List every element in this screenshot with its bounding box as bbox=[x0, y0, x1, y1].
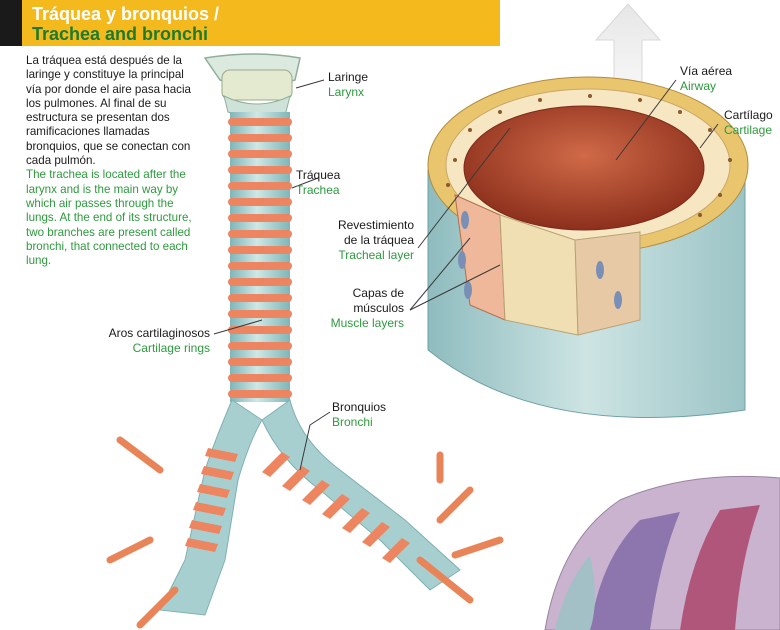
label-lining-es1: Revestimiento bbox=[337, 218, 414, 232]
label-bronchi-en: Bronchi bbox=[332, 415, 373, 429]
label-cartilage-es: Cartílago bbox=[724, 108, 773, 122]
larynx-shape bbox=[203, 53, 301, 119]
intro-spanish: La tráquea está después de la laringe y … bbox=[26, 54, 192, 168]
label-muscles-es1: Capas de bbox=[352, 286, 404, 300]
cartilage-ring-group bbox=[228, 118, 292, 398]
label-cartilage-rings: Aros cartilaginosos Cartilage rings bbox=[109, 326, 210, 356]
label-trachea: Tráquea Trachea bbox=[296, 168, 340, 198]
label-tracheal-lining: Revestimiento de la tráquea Tracheal lay… bbox=[338, 218, 414, 263]
label-rings-es: Aros cartilaginosos bbox=[108, 326, 210, 340]
label-bronchi-es: Bronquios bbox=[332, 400, 387, 414]
label-muscles-en: Muscle layers bbox=[330, 316, 404, 330]
leader-lines bbox=[213, 79, 719, 471]
label-muscles-es2: músculos bbox=[353, 301, 404, 315]
label-cartilage: Cartílago Cartilage bbox=[724, 108, 773, 138]
trachea-cross-section bbox=[427, 76, 749, 418]
label-lining-es2: de la tráquea bbox=[343, 233, 414, 247]
label-cartilage-en: Cartilage bbox=[724, 123, 773, 137]
label-larynx-es: Laringe bbox=[328, 70, 369, 84]
trachea-tube bbox=[228, 112, 292, 402]
bronchi-shape bbox=[106, 399, 504, 629]
microscope-image bbox=[544, 475, 780, 630]
title-bar: Tráquea y bronquios / Trachea and bronch… bbox=[0, 0, 500, 46]
label-bronchi: Bronquios Bronchi bbox=[332, 400, 386, 430]
label-rings-en: Cartilage rings bbox=[132, 341, 210, 355]
label-larynx-en: Larynx bbox=[328, 85, 365, 99]
title-accent bbox=[0, 0, 22, 46]
title-spanish: Tráquea y bronquios / bbox=[32, 4, 220, 24]
label-trachea-es: Tráquea bbox=[296, 168, 341, 182]
label-larynx: Laringe Larynx bbox=[328, 70, 368, 100]
label-airway-en: Airway bbox=[680, 79, 717, 93]
label-muscle-layers: Capas de músculos Muscle layers bbox=[331, 286, 404, 331]
title-english: Trachea and bronchi bbox=[32, 24, 209, 44]
label-airway: Vía aérea Airway bbox=[680, 64, 732, 94]
intro-english: The trachea is located after the larynx … bbox=[26, 168, 192, 268]
label-trachea-en: Trachea bbox=[296, 183, 340, 197]
label-airway-es: Vía aérea bbox=[680, 64, 733, 78]
intro-text: La tráquea está después de la laringe y … bbox=[26, 54, 198, 268]
label-lining-en: Tracheal layer bbox=[338, 248, 414, 262]
